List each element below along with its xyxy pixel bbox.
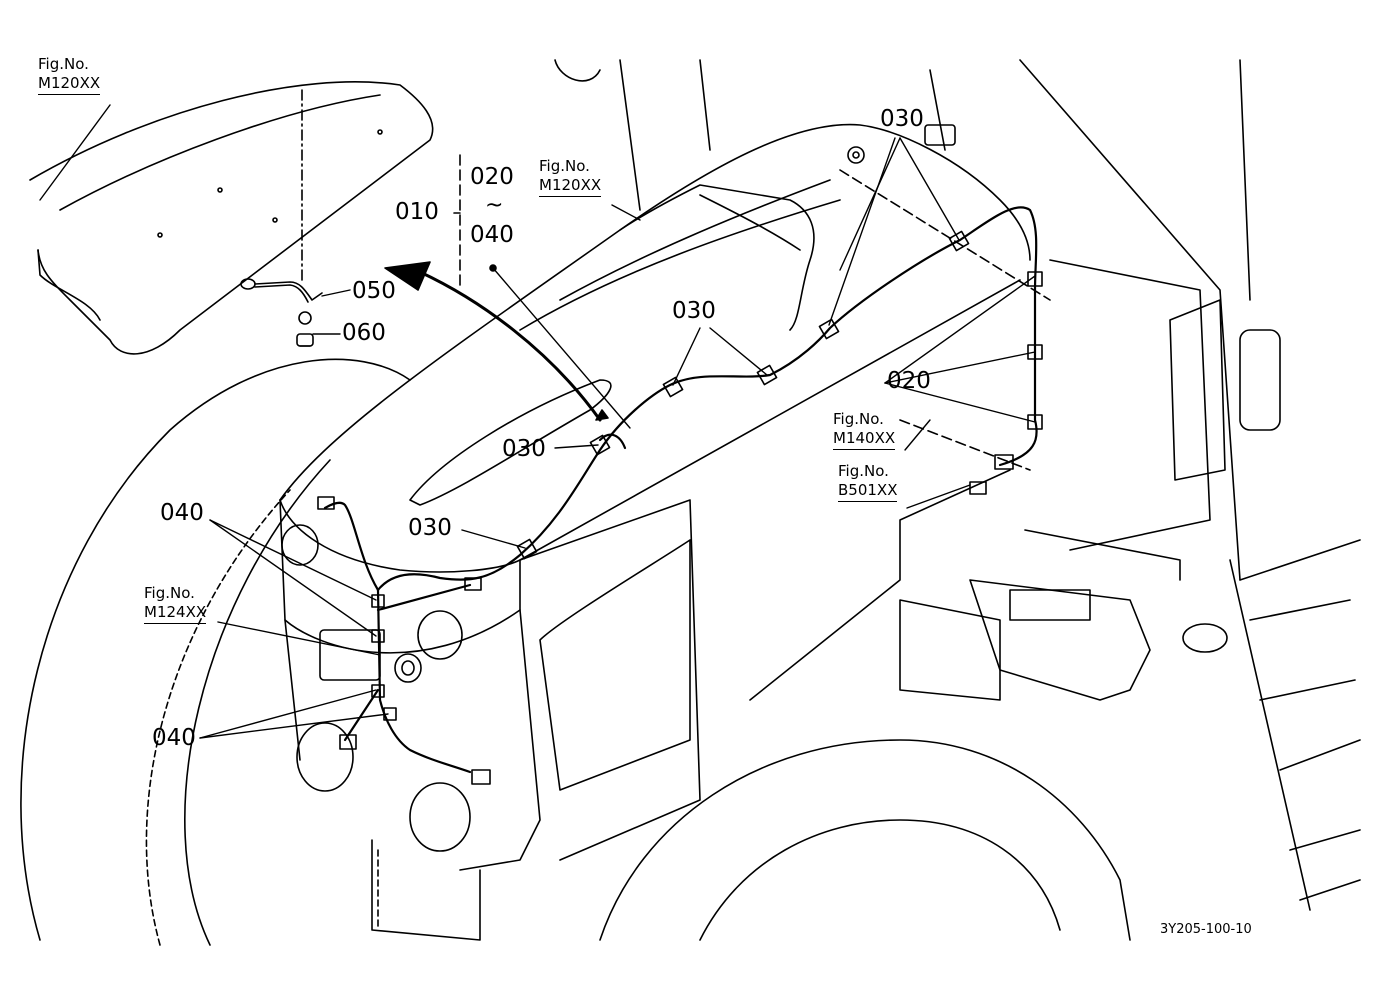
label-030-top-right: 030 <box>880 106 924 132</box>
hood-removal-arrow <box>384 261 609 422</box>
fender-outline <box>29 81 434 355</box>
label-030-left: 030 <box>502 436 546 462</box>
label-040-upper-left: 040 <box>160 500 204 526</box>
label-020-range-start: 020 <box>470 164 514 190</box>
left-tire-outline <box>20 358 411 946</box>
label-030-center: 030 <box>672 298 716 324</box>
front-grille-outline <box>279 499 541 941</box>
fig-ref-m124[interactable]: Fig.No. M124XX <box>144 584 207 624</box>
label-020-right: 020 <box>887 368 931 394</box>
range-tilde: ~ <box>485 193 504 218</box>
fig-ref-code: M120XX <box>38 74 101 95</box>
label-040-range-end: 040 <box>470 222 514 248</box>
fig-ref-top-center[interactable]: Fig.No. M120XX <box>539 157 602 197</box>
fig-ref-b501[interactable]: Fig.No. B501XX <box>838 462 898 502</box>
battery-area-outline <box>899 529 1181 701</box>
fig-ref-m140[interactable]: Fig.No. M140XX <box>833 410 896 450</box>
fig-ref-code: M120XX <box>539 176 602 197</box>
front-tire-outline <box>599 739 1131 941</box>
fig-ref-prefix: Fig.No. <box>833 410 884 428</box>
fig-ref-prefix: Fig.No. <box>838 462 889 480</box>
fig-ref-top-left[interactable]: Fig.No. M120XX <box>38 55 101 95</box>
fig-ref-code: M140XX <box>833 429 896 450</box>
label-040-lower-left: 040 <box>152 725 196 751</box>
leader-lines <box>39 104 1036 739</box>
drawing-number: 3Y205-100-10 <box>1160 922 1252 937</box>
reference-dashed-lines <box>459 154 1051 471</box>
connectors <box>317 454 1014 785</box>
hood-outline <box>279 123 1031 573</box>
wire-harness-main <box>323 206 1038 774</box>
part-020-clamps <box>1027 271 1043 430</box>
fig-ref-code: M124XX <box>144 603 207 624</box>
part-040-clips <box>371 594 397 721</box>
fig-ref-prefix: Fig.No. <box>539 157 590 175</box>
label-050: 050 <box>352 278 396 304</box>
fig-ref-prefix: Fig.No. <box>38 55 89 73</box>
label-030-lower: 030 <box>408 515 452 541</box>
fig-ref-code: B501XX <box>838 481 898 502</box>
cab-outline <box>554 59 1361 911</box>
part-050-cable <box>240 278 323 325</box>
part-030-clamps <box>516 230 970 560</box>
label-010: 010 <box>395 199 439 225</box>
harness-pointer-dot <box>489 264 497 272</box>
side-panel-outline <box>519 469 1011 861</box>
fig-ref-prefix: Fig.No. <box>144 584 195 602</box>
part-060-grommet <box>296 333 314 347</box>
label-060: 060 <box>342 320 386 346</box>
